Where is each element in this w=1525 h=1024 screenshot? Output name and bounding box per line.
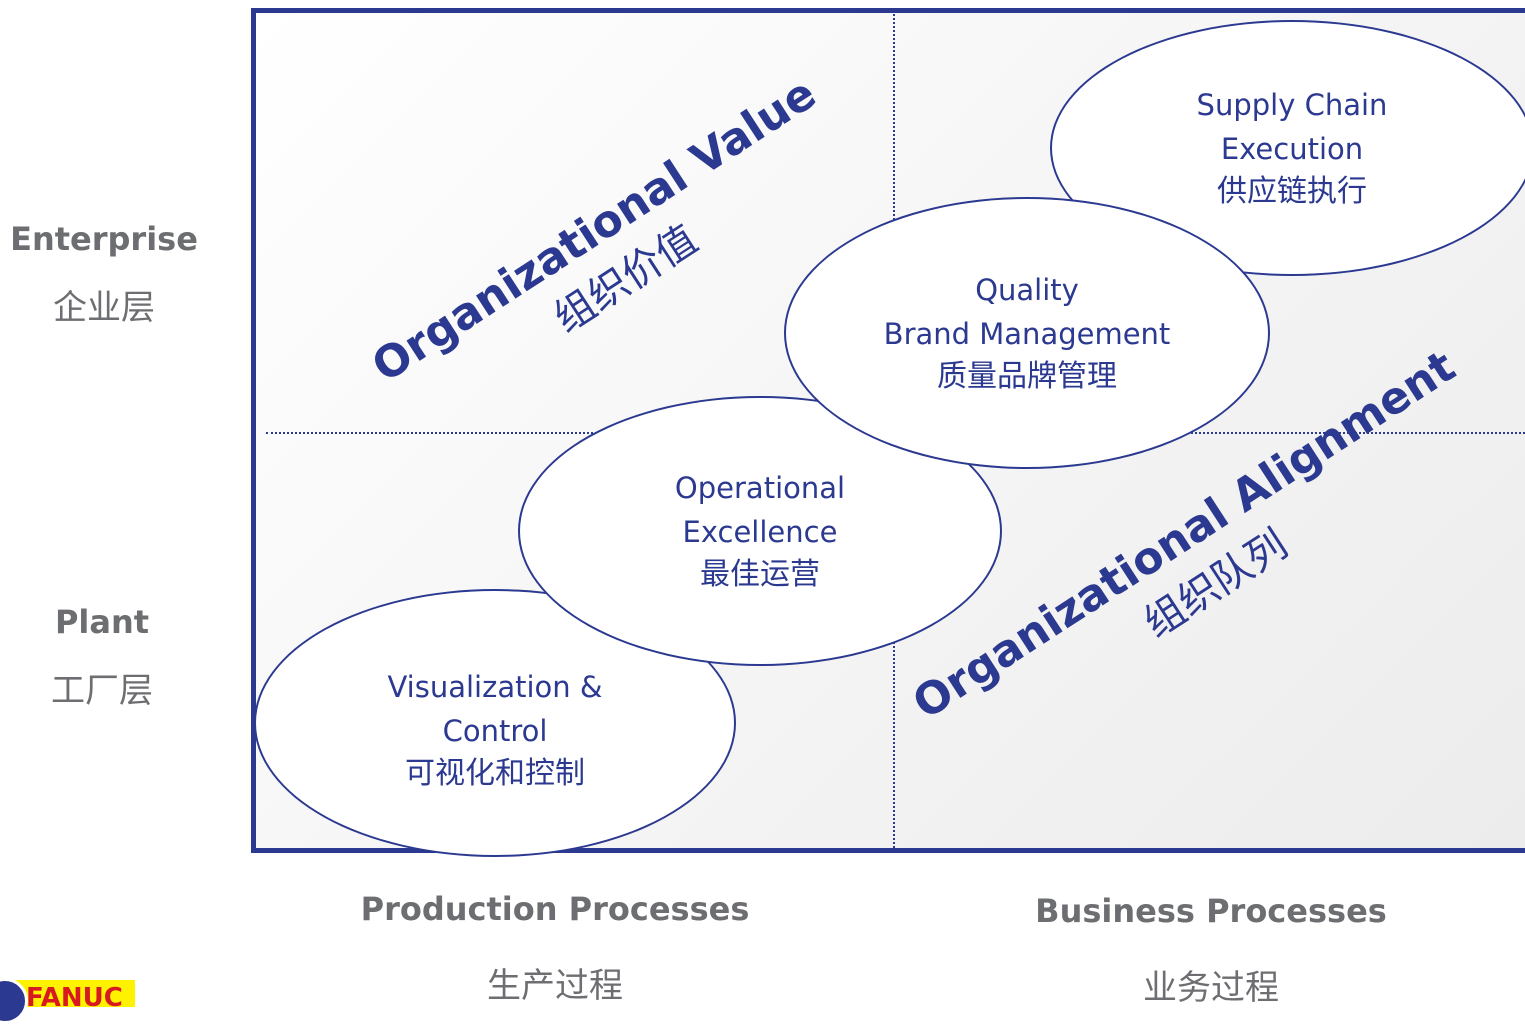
quality-line1: Quality [975,273,1079,307]
supply-chain-cn: 供应链执行 [1217,174,1367,209]
quality-line2: Brand Management [883,317,1171,351]
row-label-plant-en: Plant [54,603,150,641]
row-label-plant: Plant 工厂层 [2,603,202,712]
visualization-line2: Control [442,714,548,748]
logo-text: FANUC [26,983,123,1013]
column-label-business: Business Processes 业务过程 [961,892,1461,1009]
column-label-production: Production Processes 生产过程 [305,890,805,1007]
column-label-business-en: Business Processes [1035,892,1387,930]
column-label-business-cn: 业务过程 [1143,968,1279,1008]
row-label-enterprise-cn: 企业层 [53,288,155,328]
quality-cn: 质量品牌管理 [937,359,1117,394]
column-label-production-en: Production Processes [360,890,750,928]
column-label-production-cn: 生产过程 [487,966,623,1006]
visualization-cn: 可视化和控制 [405,756,585,791]
row-label-enterprise: Enterprise 企业层 [4,220,204,329]
row-label-plant-cn: 工厂层 [51,671,153,711]
operational-cn: 最佳运营 [700,557,820,592]
ellipse-quality: Quality Brand Management 质量品牌管理 [784,197,1270,469]
supply-chain-line1: Supply Chain [1196,88,1388,122]
supply-chain-line2: Execution [1220,132,1364,166]
ellipse-visualization: Visualization & Control 可视化和控制 [254,589,736,857]
operational-line2: Excellence [682,515,838,549]
visualization-line1: Visualization & [387,670,603,704]
operational-line1: Operational [674,471,846,505]
row-label-enterprise-en: Enterprise [10,220,198,258]
